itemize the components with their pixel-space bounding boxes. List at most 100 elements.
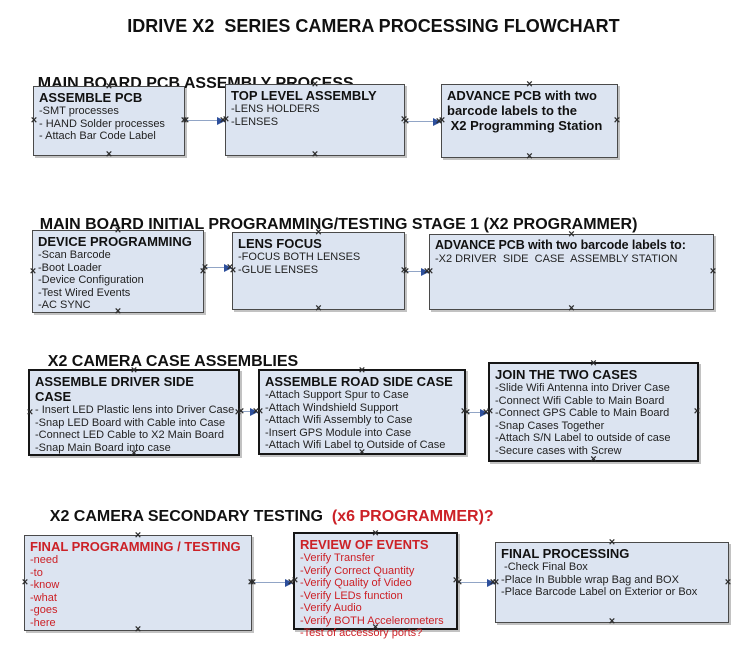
connector-line xyxy=(253,582,288,583)
box-item: - Attach Bar Code Label xyxy=(39,130,156,142)
selection-handle-icon: × xyxy=(229,264,237,277)
flow-box-review-of-events: REVIEW OF EVENTS -Verify Transfer -Verif… xyxy=(291,527,460,639)
selection-handle-icon: × xyxy=(492,576,500,588)
connector-arrow: × × xyxy=(237,405,259,419)
selection-handle-icon: × xyxy=(105,80,113,93)
box-item: -Slide Wifi Antenna into Driver Case xyxy=(495,382,670,394)
box-item: -what xyxy=(30,591,57,604)
arrowhead-icon xyxy=(480,408,488,417)
selection-handle-icon: × xyxy=(134,623,142,636)
flow-box-advance-pcb-case-station: ADVANCE PCB with two barcode labels to: … xyxy=(427,229,716,314)
selection-handle-icon: × xyxy=(311,78,319,91)
box-item: - HAND Solder processes xyxy=(39,117,165,130)
selection-handle-icon: × xyxy=(315,302,322,315)
connection-point-icon: × xyxy=(237,405,245,418)
box-heading: LENS FOCUS xyxy=(238,236,322,251)
section-header-text: X2 CAMERA CASE ASSEMBLIES xyxy=(47,353,299,370)
selection-handle-icon: × xyxy=(526,78,533,91)
connector-arrow: × × xyxy=(402,115,442,129)
selection-handle-icon: × xyxy=(590,453,597,466)
connector-arrow: × × xyxy=(249,576,295,590)
box-item: -know xyxy=(30,579,60,591)
connection-point-icon: × xyxy=(402,115,410,128)
selection-handle-icon: × xyxy=(358,364,366,377)
box-heading: ADVANCE PCB with two barcode labels to t… xyxy=(447,88,603,133)
arrowhead-icon xyxy=(217,116,225,125)
box-item: -Verify Audio xyxy=(300,602,362,614)
box-item: -Verify Transfer xyxy=(300,552,375,564)
flow-box-final-programming-testing: FINAL PROGRAMMING / TESTING -need -to -k… xyxy=(22,530,255,635)
flow-box-top-level-assembly: TOP LEVEL ASSEMBLY -LENS HOLDERS -LENSES… xyxy=(222,79,407,160)
flow-box-device-programming: DEVICE PROGRAMMING -Scan Barcode -Boot L… xyxy=(29,225,206,317)
connection-point-icon: × xyxy=(249,576,257,589)
connector-arrow: × × xyxy=(202,261,233,275)
box-item: -Verify LEDs function xyxy=(300,589,403,602)
box-item: -Connect Wifi Cable to Main Board xyxy=(495,394,665,407)
flow-box-advance-pcb-programming-station: ADVANCE PCB with two barcode labels to t… xyxy=(438,79,620,162)
box-item: -Connect GPS Cable to Main Board xyxy=(495,407,670,419)
box-item: -LENS HOLDERS xyxy=(231,103,320,115)
section-header-case-assemblies: X2 CAMERA CASE ASSEMBLIES xyxy=(30,335,298,389)
arrowhead-icon xyxy=(224,263,232,272)
flow-box-assemble-driver-side-case: ASSEMBLE DRIVER SIDE CASE - Insert LED P… xyxy=(26,364,242,459)
section-header-secondary-testing: X2 CAMERA SECONDARY TESTING (x6 PROGRAMM… xyxy=(32,490,494,544)
flow-box-assemble-pcb: ASSEMBLE PCB -SMT processes - HAND Solde… xyxy=(30,81,188,160)
page-title: IDRIVE X2 SERIES CAMERA PROCESSING FLOWC… xyxy=(127,16,620,36)
connector-arrow: × × xyxy=(455,576,497,590)
box-item: -Scan Barcode xyxy=(38,249,111,261)
selection-handle-icon: × xyxy=(29,265,37,277)
selection-handle-icon: × xyxy=(372,621,379,634)
box-item: -Place In Bubble wrap Bag and BOX xyxy=(501,573,679,586)
box-heading: TOP LEVEL ASSEMBLY xyxy=(231,88,377,103)
selection-handle-icon: × xyxy=(400,264,408,277)
selection-handle-icon: × xyxy=(526,150,533,163)
box-item: -Snap Cases Together xyxy=(495,419,605,432)
box-item: -Attach Wifi Label to Outside of Case xyxy=(265,439,446,451)
selection-handle-icon: × xyxy=(130,364,138,377)
selection-handle-icon: × xyxy=(105,148,113,161)
connector-line xyxy=(467,412,483,413)
box-heading: ASSEMBLE ROAD SIDE CASE xyxy=(265,374,453,389)
connection-point-icon: × xyxy=(287,576,295,589)
box-item: -Verify BOTH Accelerometers xyxy=(300,614,444,627)
connection-point-icon: × xyxy=(402,265,410,278)
box-item: -AC SYNC xyxy=(38,299,91,311)
connector-line xyxy=(406,271,424,272)
selection-handle-icon: × xyxy=(114,305,122,318)
connection-point-icon: × xyxy=(489,576,497,589)
box-item: -Snap Main Board into case xyxy=(35,441,171,454)
box-item: -Attach Windshield Support xyxy=(265,401,399,414)
selection-handle-icon: × xyxy=(438,114,446,127)
selection-handle-icon: × xyxy=(26,406,34,418)
selection-handle-icon: × xyxy=(247,576,255,589)
box-item: -Verify Correct Quantity xyxy=(300,564,415,577)
selection-handle-icon: × xyxy=(30,114,38,127)
arrowhead-icon xyxy=(285,578,293,587)
box-heading: FINAL PROCESSING xyxy=(501,546,630,561)
box-item: -X2 DRIVER SIDE CASE ASSEMBLY STATION xyxy=(435,253,678,265)
connection-point-icon: × xyxy=(182,114,190,127)
selection-handle-icon: × xyxy=(180,114,188,127)
connection-point-icon: × xyxy=(455,576,463,589)
selection-handle-icon: × xyxy=(372,527,379,540)
selection-handle-icon: × xyxy=(234,406,242,418)
box-item: -to xyxy=(30,566,43,579)
selection-handle-icon: × xyxy=(222,113,230,126)
selection-handle-icon: × xyxy=(134,529,142,542)
selection-handle-icon: × xyxy=(311,148,319,161)
selection-handle-icon: × xyxy=(724,576,732,588)
box-item: -Insert GPS Module into Case xyxy=(265,426,412,439)
selection-handle-icon: × xyxy=(452,574,460,587)
flow-box-assemble-road-side-case: ASSEMBLE ROAD SIDE CASE -Attach Support … xyxy=(257,364,467,458)
box-item: -need xyxy=(30,554,59,566)
box-heading: FINAL PROGRAMMING / TESTING xyxy=(30,539,241,554)
selection-handle-icon: × xyxy=(693,405,701,418)
selection-handle-icon: × xyxy=(358,446,366,459)
box-item: -SMT processes xyxy=(39,105,119,117)
box-item: -Snap LED Board with Cable into Case xyxy=(35,416,226,429)
box-heading: REVIEW OF EVENTS xyxy=(300,537,429,552)
selection-handle-icon: × xyxy=(291,574,299,587)
box-item: -Connect LED Cable to X2 Main Board xyxy=(35,429,224,441)
connection-point-icon: × xyxy=(423,265,431,278)
